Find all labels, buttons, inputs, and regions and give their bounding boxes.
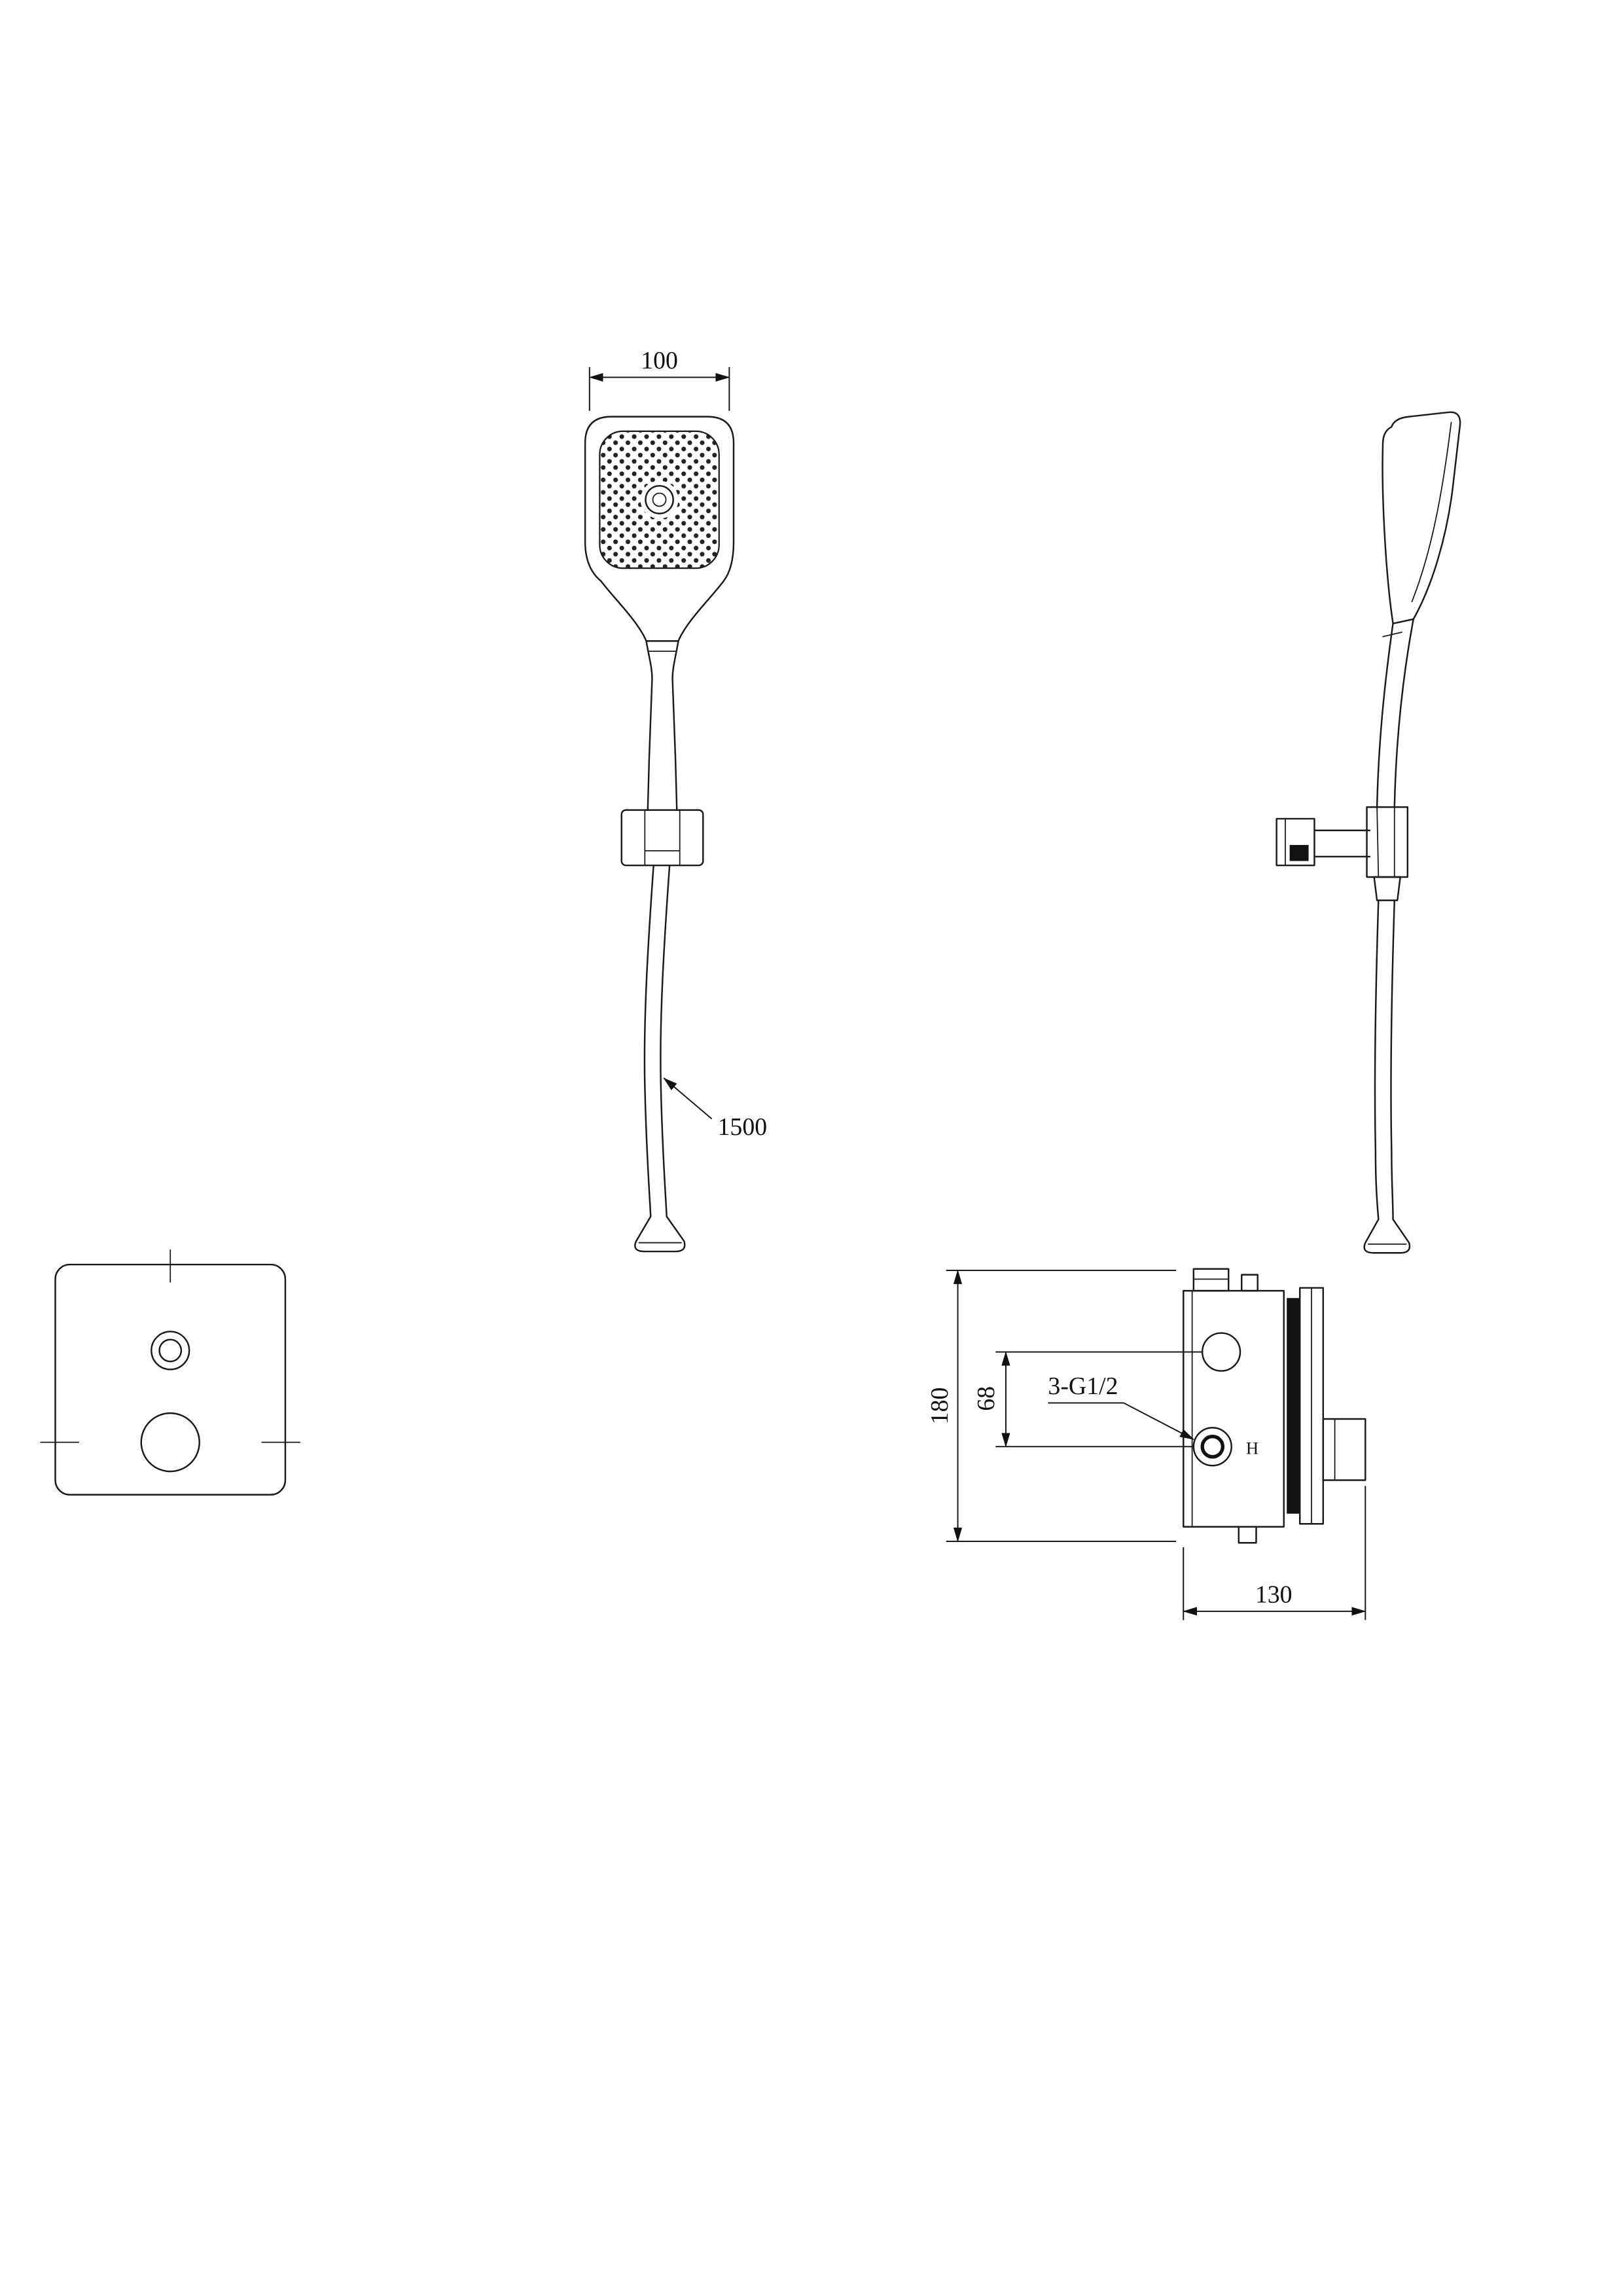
trim-plate-outline bbox=[54, 1263, 287, 1496]
dimension-label-hose-length: 1500 bbox=[718, 1113, 768, 1141]
hose-length-leader: 1500 bbox=[663, 1077, 768, 1141]
valve-side-view: H 180 68 3-G1/2 130 bbox=[926, 1268, 1366, 1621]
dimension-label-valve-height: 180 bbox=[926, 1388, 954, 1425]
top-tab-large bbox=[1192, 1268, 1230, 1292]
diverter-button-outer bbox=[151, 1331, 190, 1371]
hose-cone-front bbox=[634, 1215, 686, 1253]
shower-hose-front bbox=[643, 864, 671, 1217]
wall-bracket-front bbox=[620, 809, 704, 867]
dimension-head-width: 100 bbox=[588, 347, 730, 411]
upper-port bbox=[1201, 1332, 1241, 1372]
dimension-label-port-spacing: 68 bbox=[972, 1386, 1000, 1411]
shower-head-side-outline bbox=[1382, 411, 1461, 624]
hose-cone-side bbox=[1363, 1218, 1411, 1254]
hand-shower-side-view bbox=[1275, 411, 1461, 1254]
shower-handle-side bbox=[1376, 618, 1414, 808]
hot-port-mark: H bbox=[1246, 1438, 1258, 1458]
leader-line bbox=[1123, 1402, 1194, 1441]
top-tab-small bbox=[1241, 1274, 1258, 1292]
face-plate-line bbox=[1411, 422, 1452, 603]
hand-shower-front-view: 100 1 bbox=[584, 347, 768, 1253]
thread-label: 3-G1/2 bbox=[1048, 1372, 1118, 1400]
diverter-button-inner bbox=[158, 1338, 183, 1363]
shower-hose-side bbox=[1374, 899, 1396, 1221]
dimension-valve-width: 130 bbox=[1183, 1486, 1366, 1621]
hose-nut-side bbox=[1373, 876, 1401, 901]
bracket-mount-dark bbox=[1289, 845, 1309, 861]
dimension-label-valve-width: 130 bbox=[1255, 1581, 1293, 1608]
shower-handle-front bbox=[645, 640, 679, 811]
bottom-tab bbox=[1238, 1526, 1257, 1544]
thread-callout: 3-G1/2 bbox=[1048, 1372, 1194, 1441]
lower-port-inner bbox=[1200, 1435, 1225, 1459]
spray-center-dot bbox=[652, 492, 667, 507]
mounting-plate-section bbox=[1287, 1298, 1300, 1514]
valve-body: H bbox=[1183, 1268, 1366, 1544]
dimension-valve-height: 180 bbox=[926, 1269, 1177, 1543]
wall-bracket-side bbox=[1275, 806, 1409, 878]
knob-stub bbox=[1322, 1418, 1366, 1481]
dimension-port-spacing: 68 bbox=[972, 1351, 1203, 1448]
trim-plate-front-view bbox=[40, 1249, 301, 1496]
dimension-label-head-width: 100 bbox=[641, 347, 678, 374]
rough-in-box bbox=[1183, 1289, 1285, 1528]
leader-line bbox=[663, 1077, 713, 1120]
lower-port-outer bbox=[1192, 1427, 1232, 1467]
spray-center-ring bbox=[645, 485, 674, 514]
temperature-knob bbox=[140, 1412, 200, 1473]
